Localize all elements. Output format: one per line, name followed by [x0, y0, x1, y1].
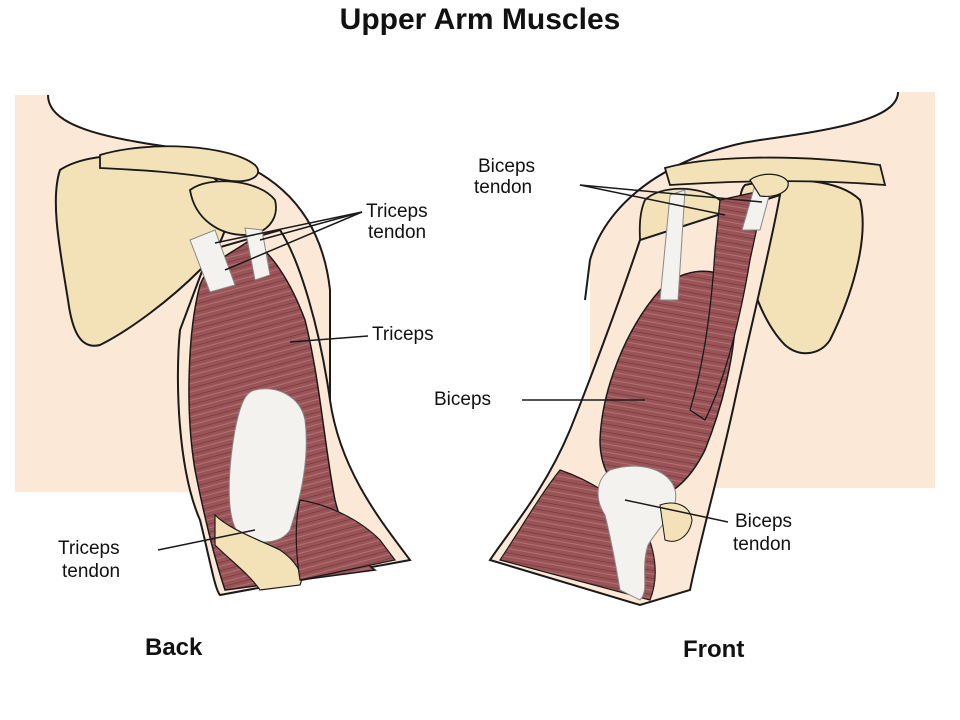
view-label-front: Front — [683, 636, 745, 663]
clavicle-front — [663, 156, 887, 186]
triceps-tendon-upper-b — [244, 227, 271, 281]
triceps-tendon-upper-a — [189, 229, 236, 293]
humeral-head-back — [189, 180, 277, 236]
label-biceps-tendon-top-line1: Biceps — [478, 156, 536, 177]
leader-triceps-tendon-top-b — [259, 211, 363, 241]
triceps-tendon-patch — [228, 388, 307, 543]
label-biceps-tendon-bottom-line2: tendon — [733, 534, 792, 555]
front-view — [488, 91, 935, 607]
label-triceps: Triceps — [372, 324, 434, 345]
front-body-outline — [584, 91, 899, 301]
view-label-back: Back — [145, 634, 203, 661]
leader-biceps-tendon-bottom — [624, 499, 729, 523]
label-triceps-tendon-bottom-line1: Triceps — [58, 538, 120, 559]
label-biceps-tendon-bottom-line1: Biceps — [735, 511, 793, 532]
label-triceps-tendon-bottom-line2: tendon — [62, 561, 121, 582]
label-triceps-tendon-top-line1: Triceps — [366, 201, 428, 222]
biceps-second-head — [689, 189, 766, 421]
leader-triceps — [289, 335, 369, 343]
leader-triceps-tendon-top-c — [224, 211, 363, 271]
coracoid-front — [749, 173, 789, 197]
leader-triceps-tendon-top-a — [214, 211, 363, 244]
leader-biceps-tendon-top-b — [579, 184, 763, 203]
back-forearm-muscle — [295, 499, 397, 581]
acromion-back — [99, 145, 259, 183]
back-view — [15, 94, 412, 597]
page-title: Upper Arm Muscles — [339, 3, 621, 36]
label-biceps-tendon-top-line2: tendon — [474, 177, 533, 198]
biceps-tendon-distal — [597, 465, 677, 601]
leader-triceps-tendon-bottom — [157, 529, 256, 551]
biceps-tendon-upper-a — [659, 189, 686, 301]
label-triceps-tendon-top-line2: tendon — [368, 222, 427, 243]
leader-biceps-tendon-top-a — [579, 184, 726, 216]
label-biceps: Biceps — [434, 389, 492, 410]
